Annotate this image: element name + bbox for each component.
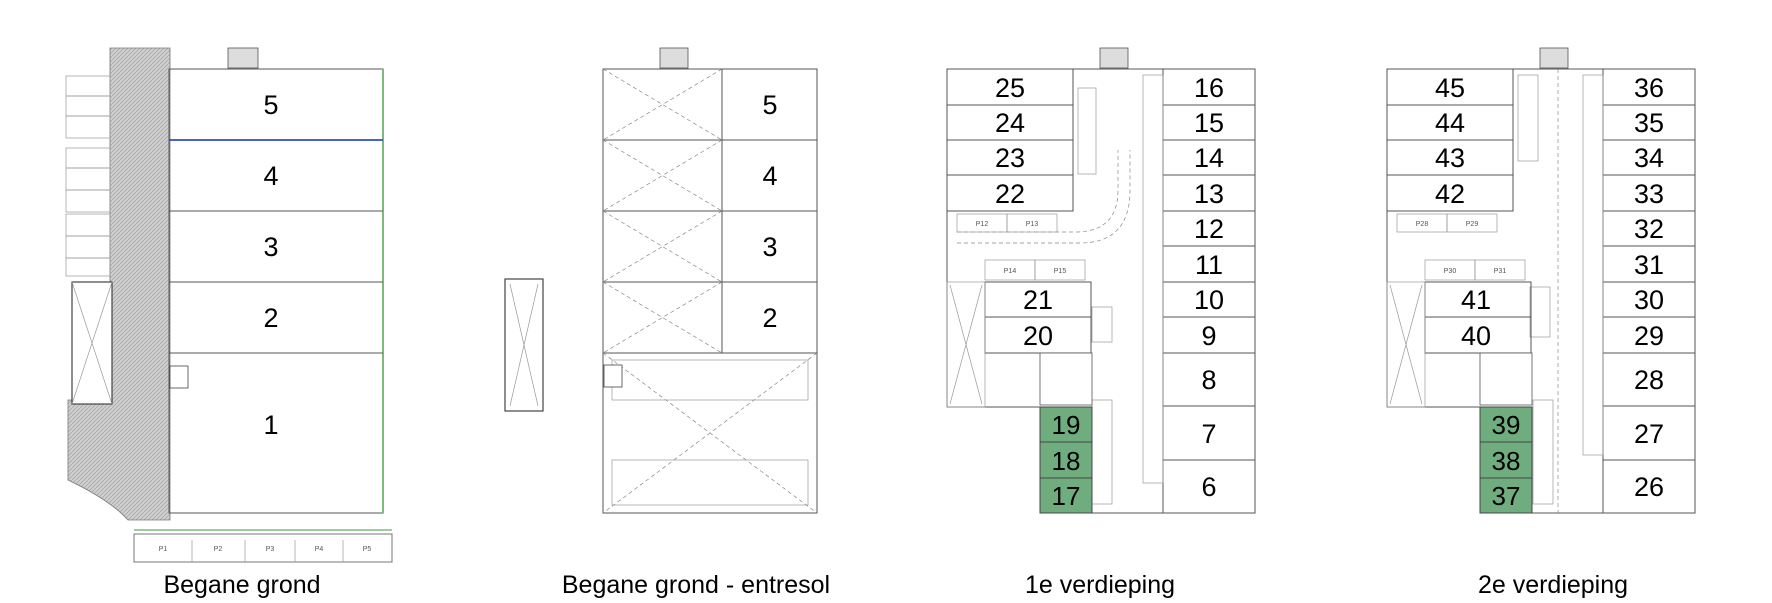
unit-label-9: 9 [1201, 321, 1216, 351]
unit-label-34: 34 [1634, 143, 1664, 173]
unit-label-28: 28 [1634, 365, 1664, 395]
unit-label-5: 5 [762, 90, 777, 120]
stair-core-top [1099, 47, 1129, 69]
unit-label-6: 6 [1201, 472, 1216, 502]
unit-label-19: 19 [1052, 410, 1081, 440]
unit-label-33: 33 [1634, 179, 1664, 209]
parking-label-p30: P30 [1444, 268, 1457, 275]
unit-label-39: 39 [1492, 410, 1521, 440]
unit-label-45: 45 [1435, 73, 1465, 103]
unit-label-1: 1 [263, 410, 278, 440]
unit-label-40: 40 [1461, 321, 1491, 351]
unit-label-2: 2 [263, 303, 278, 333]
unit-label-20: 20 [1023, 321, 1053, 351]
stair-core [1479, 352, 1533, 406]
unit-label-15: 15 [1194, 108, 1224, 138]
entrance-stair [169, 365, 189, 389]
plan-begane-grond: 5 4 3 2 1 P1 P2 P3 P4 P5 Begane grond [65, 47, 393, 599]
unit-label-29: 29 [1634, 321, 1664, 351]
unit-label-5: 5 [263, 90, 278, 120]
unit-label-43: 43 [1435, 143, 1465, 173]
caption-entresol: Begane grond - entresol [562, 571, 830, 599]
unit-label-13: 13 [1194, 179, 1224, 209]
caption-begane-grond: Begane grond [163, 571, 320, 599]
unit-label-25: 25 [995, 73, 1025, 103]
parking-label-p3: P3 [266, 546, 275, 553]
parking-label-p2: P2 [214, 546, 223, 553]
stair-core [1039, 352, 1093, 406]
unit-label-3: 3 [762, 232, 777, 262]
parking-label-p1: P1 [159, 546, 168, 553]
storage-boxes [65, 75, 111, 277]
green-units [1479, 406, 1533, 514]
plan-entresol: 5 4 3 2 Begane grond - entresol [504, 47, 830, 599]
caption-2e-verdieping: 2e verdieping [1478, 571, 1628, 599]
unit-label-24: 24 [995, 108, 1025, 138]
stair-core-top [659, 47, 689, 69]
unit-label-30: 30 [1634, 285, 1664, 315]
parking-label-p12: P12 [976, 221, 989, 228]
parking-label-p29: P29 [1466, 221, 1479, 228]
unit-label-22: 22 [995, 179, 1025, 209]
parking-label-p4: P4 [315, 546, 324, 553]
parking-label-p15: P15 [1054, 268, 1067, 275]
unit-label-3: 3 [263, 232, 278, 262]
plan-1e-verdieping: 25 24 23 22 16 15 14 13 12 11 10 9 8 7 6… [946, 47, 1256, 599]
unit-label-18: 18 [1052, 446, 1081, 476]
unit-label-11: 11 [1195, 250, 1223, 280]
building-outline [602, 68, 818, 514]
caption-1e-verdieping: 1e verdieping [1025, 571, 1175, 599]
parking-label-p31: P31 [1494, 268, 1507, 275]
parking-strip [133, 533, 393, 563]
parking-label-p13: P13 [1026, 221, 1039, 228]
unit-label-8: 8 [1201, 365, 1216, 395]
unit-label-36: 36 [1634, 73, 1664, 103]
parking-label-p28: P28 [1416, 221, 1429, 228]
unit-label-12: 12 [1194, 214, 1224, 244]
unit-label-17: 17 [1052, 481, 1081, 511]
unit-label-26: 26 [1634, 472, 1664, 502]
annex-cross [71, 281, 113, 405]
parking-label-p5: P5 [363, 546, 372, 553]
unit-label-42: 42 [1435, 179, 1465, 209]
building-outline [168, 68, 384, 514]
unit-label-35: 35 [1634, 108, 1664, 138]
void-crosses [602, 68, 818, 514]
unit-label-38: 38 [1492, 446, 1521, 476]
unit-label-23: 23 [995, 143, 1025, 173]
unit-label-7: 7 [1201, 419, 1216, 449]
plan-2e-verdieping: 45 44 43 42 36 35 34 33 32 31 30 29 28 2… [1386, 47, 1696, 599]
unit-label-2: 2 [762, 303, 777, 333]
unit-label-21: 21 [1023, 285, 1053, 315]
unit-label-31: 31 [1634, 250, 1664, 280]
unit-label-32: 32 [1634, 214, 1664, 244]
unit-label-27: 27 [1634, 419, 1664, 449]
parking-label-p14: P14 [1004, 268, 1017, 275]
stair-core-top [227, 47, 259, 69]
unit-label-4: 4 [762, 161, 777, 191]
unit-label-10: 10 [1194, 285, 1224, 315]
stair-core-top [1539, 47, 1569, 69]
unit-label-4: 4 [263, 161, 278, 191]
unit-label-37: 37 [1492, 481, 1521, 511]
unit-label-14: 14 [1194, 143, 1224, 173]
unit-label-41: 41 [1461, 285, 1491, 315]
unit-label-44: 44 [1435, 108, 1465, 138]
unit-label-16: 16 [1194, 73, 1224, 103]
green-units [1039, 406, 1093, 514]
